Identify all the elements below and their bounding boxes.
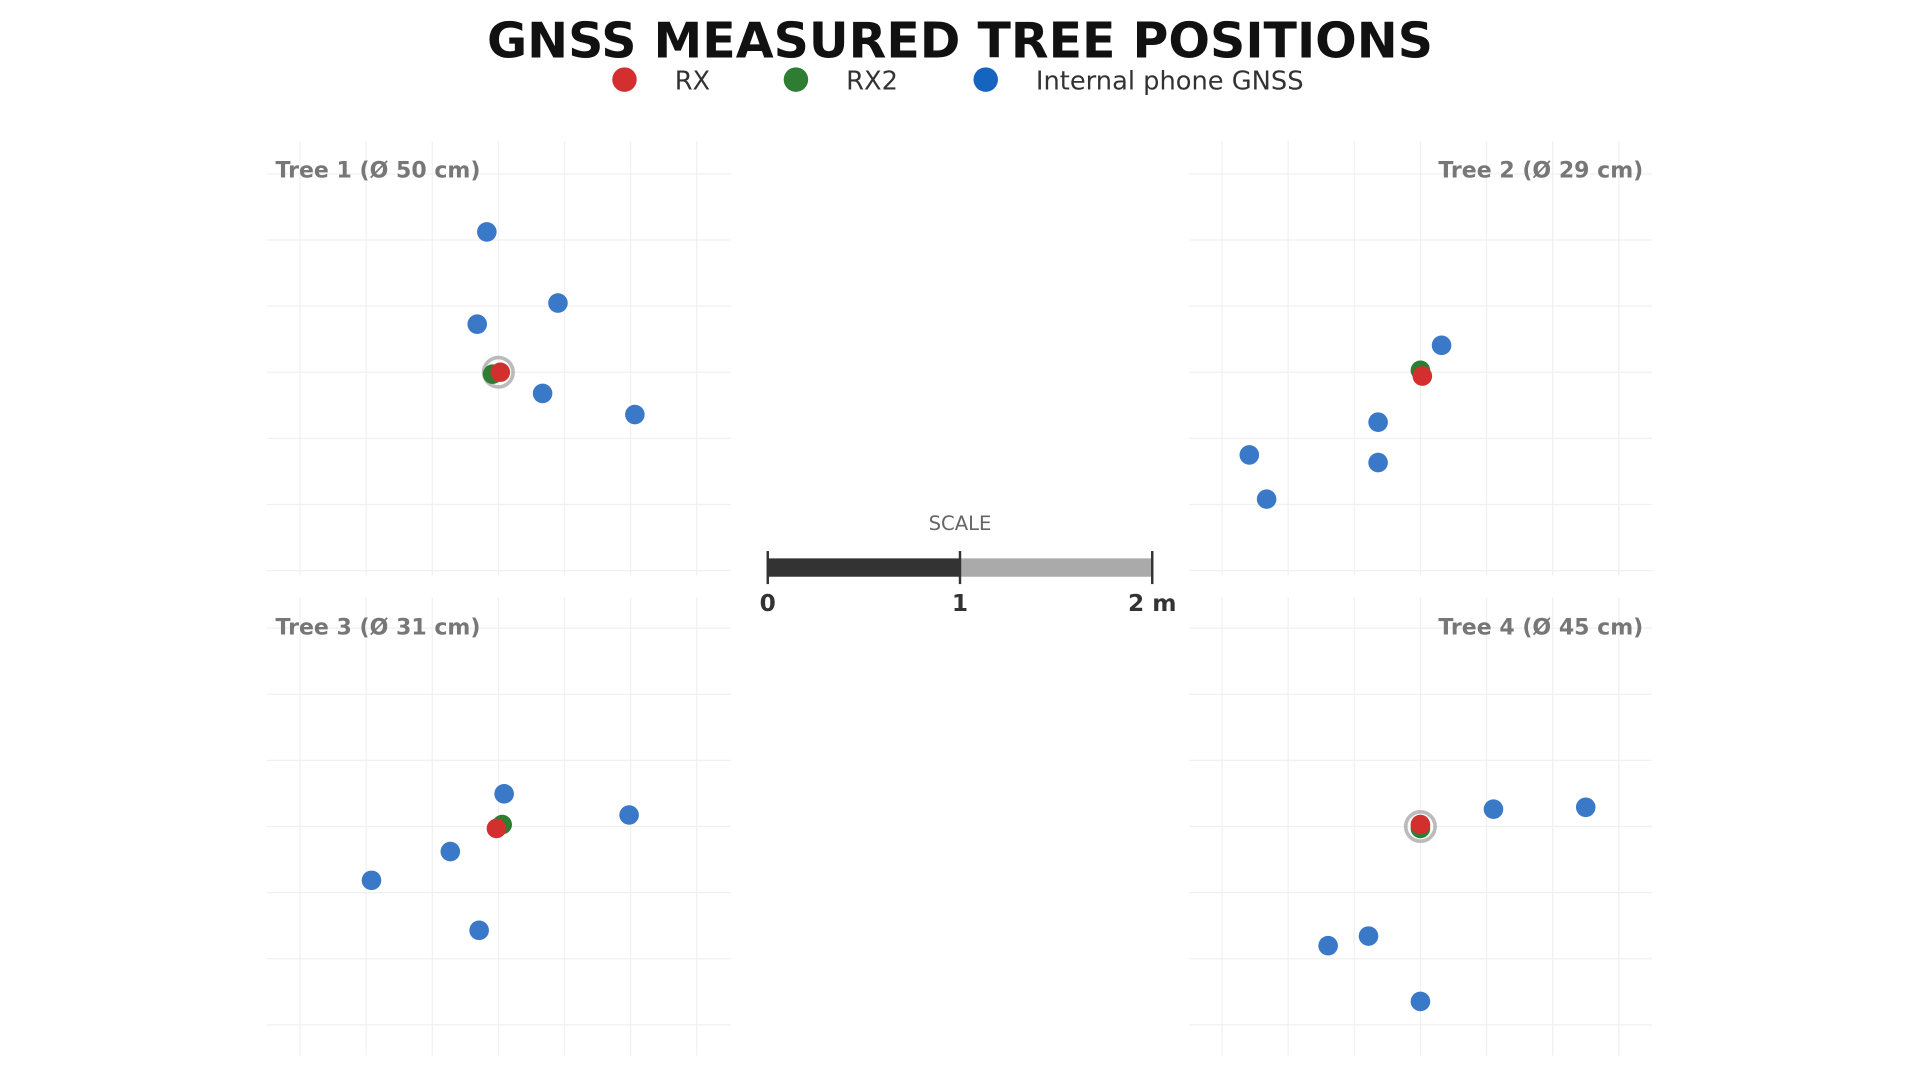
phone-gnss-point — [625, 404, 645, 425]
panel-title: Tree 4 (Ø 45 cm) — [1438, 615, 1643, 640]
phone-gnss-point — [469, 920, 489, 941]
phone-gnss-point — [1368, 412, 1388, 433]
phone-gnss-point — [494, 784, 514, 804]
legend-marker-rx — [612, 67, 637, 92]
panel-tree-1: Tree 1 (Ø 50 cm) — [266, 140, 732, 576]
scale-bar: SCALE 0 1 2 m — [760, 512, 1177, 617]
phone-gnss-point — [548, 293, 568, 313]
panel-tree-3: Tree 3 (Ø 31 cm) — [266, 597, 732, 1056]
legend-label-phone: Internal phone GNSS — [1036, 66, 1304, 96]
phone-gnss-point — [477, 222, 497, 242]
rx-point — [486, 818, 507, 839]
scale-label-1: 1 — [952, 590, 968, 617]
phone-gnss-point — [1431, 335, 1452, 356]
scale-segment-dark — [767, 558, 960, 577]
legend-label-rx2: RX2 — [846, 66, 898, 96]
panel-title: Tree 2 (Ø 29 cm) — [1438, 159, 1643, 184]
scale-label-0: 0 — [760, 590, 776, 617]
legend-marker-rx2 — [783, 67, 809, 92]
phone-gnss-point — [1410, 991, 1431, 1012]
legend: RX RX2 Internal phone GNSS — [612, 66, 1304, 96]
phone-gnss-point — [440, 841, 461, 862]
phone-gnss-point — [532, 383, 553, 404]
legend-marker-phone — [973, 67, 998, 92]
phone-gnss-point — [1358, 926, 1379, 946]
panel-title: Tree 1 (Ø 50 cm) — [276, 159, 481, 184]
chart-title: GNSS MEASURED TREE POSITIONS — [487, 13, 1433, 70]
scale-label-2: 2 m — [1128, 590, 1177, 617]
phone-gnss-point — [1239, 445, 1260, 465]
phone-gnss-point — [1256, 489, 1277, 509]
phone-gnss-point — [1368, 452, 1388, 473]
rx-point — [1412, 366, 1433, 386]
phone-gnss-point — [361, 870, 382, 891]
trunk-ring — [1403, 810, 1437, 844]
phone-gnss-point — [619, 805, 639, 825]
panel-tree-2: Tree 2 (Ø 29 cm) — [1188, 140, 1652, 576]
scale-segment-light — [960, 558, 1153, 577]
phone-gnss-point — [467, 314, 488, 334]
panel-title: Tree 3 (Ø 31 cm) — [276, 615, 481, 640]
rx-point — [1410, 814, 1431, 835]
panel-tree-4: Tree 4 (Ø 45 cm) — [1188, 597, 1652, 1056]
phone-gnss-point — [1318, 935, 1338, 956]
phone-gnss-point — [1575, 797, 1596, 818]
scale-title: SCALE — [929, 512, 992, 535]
rx-point — [490, 362, 511, 383]
legend-label-rx: RX — [675, 66, 710, 96]
phone-gnss-point — [1483, 799, 1504, 820]
